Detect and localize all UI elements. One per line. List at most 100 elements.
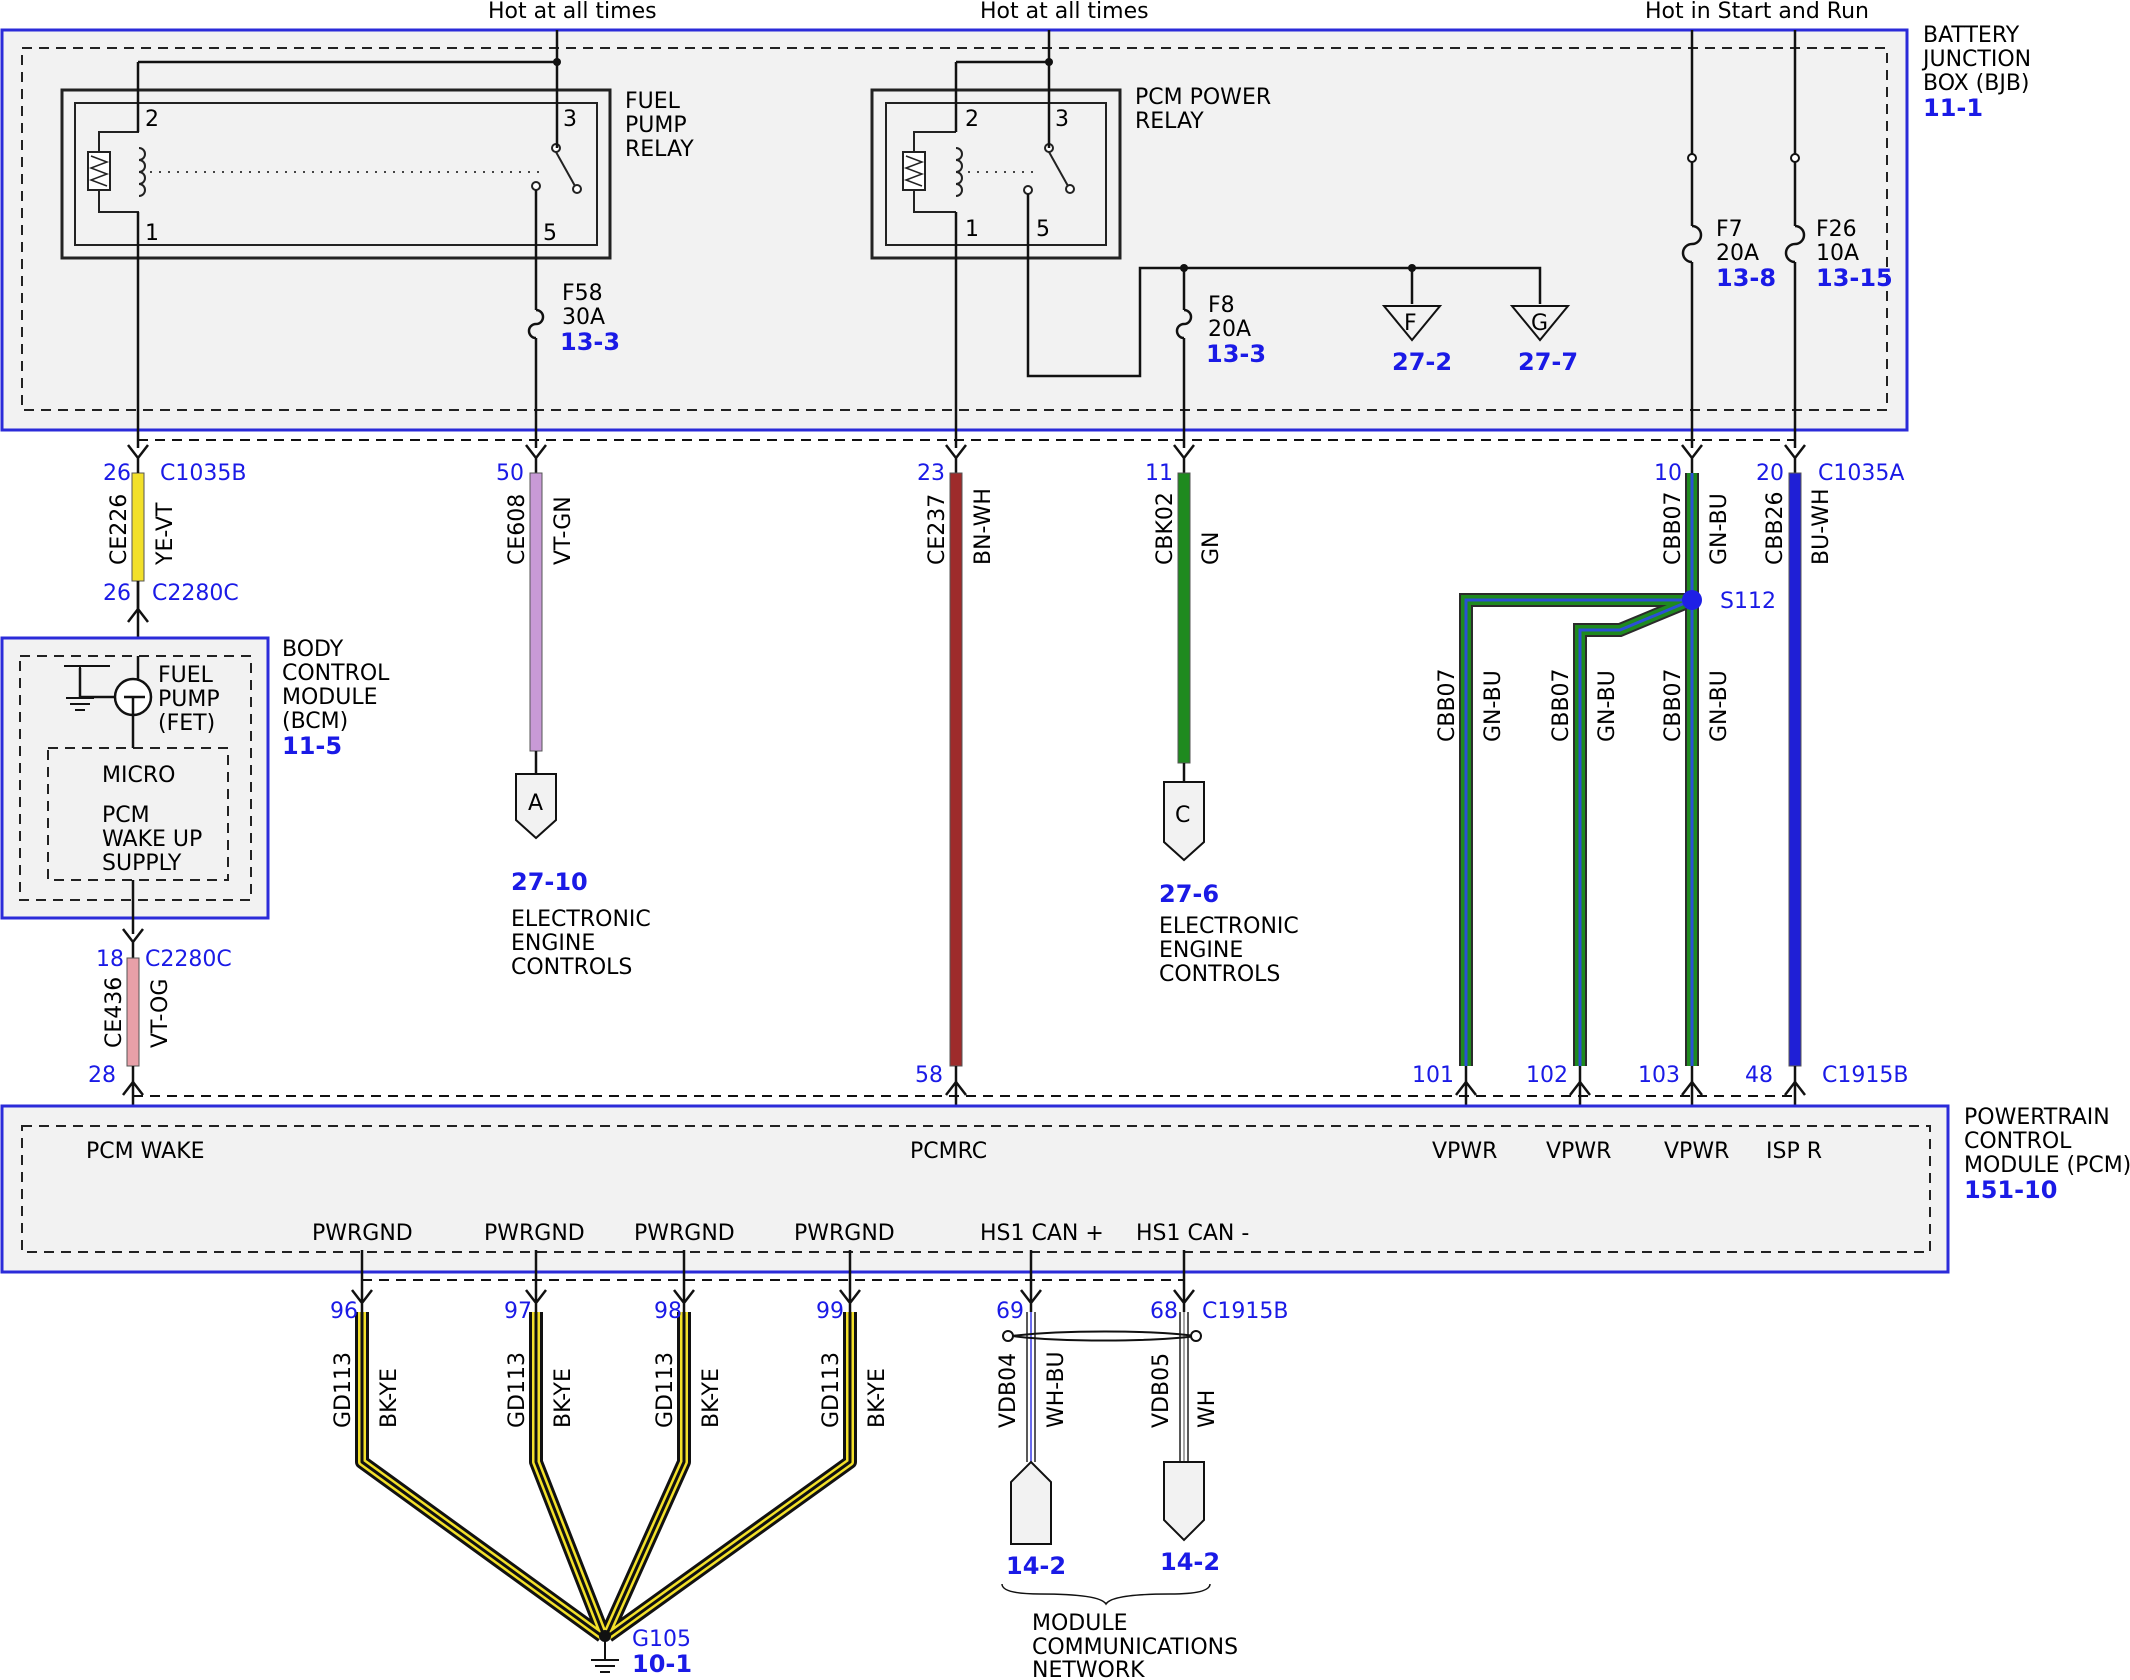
junction-dots [553,58,1416,272]
hot-in-start-and-run-label: Hot in Start and Run [1645,0,1869,24]
wire-vdb05-pin: 68 [1150,1299,1178,1324]
fuel-pump-relay-label-1: FUEL [625,89,681,114]
connector-arrow-icon [1681,444,1703,473]
pcm-power-relay-pin-2: 2 [965,107,979,132]
pcm-power-relay: 2 3 1 5 PCM POWER RELAY [870,85,1271,260]
wire-ce226-circuit: CE226 [107,494,132,565]
connector-arrow-icon [351,1250,373,1312]
hot-at-all-times-label-1: Hot at all times [488,0,657,24]
bcm-wake-label-3: SUPPLY [102,851,182,876]
connector-c1915b-top-label: C1915B [1822,1063,1908,1088]
network-line-1: MODULE [1032,1611,1128,1636]
connector-arrow-icon [1020,1250,1042,1312]
powertrain-control-module: PCM WAKE PCMRC VPWR VPWR VPWR ISP R PWRG… [0,1104,2130,1274]
connector-arrow-icon [673,1250,695,1312]
fuel-pump-relay-pin-5: 5 [543,221,557,246]
wire-cbk02: 11 CBK02 GN [1145,444,1224,782]
can-bus-wires: 69 68 C1915B VDB04 WH-BU VDB05 WH 14-2 1… [996,1250,1288,1680]
wire-ce436-pin-top: 18 [96,947,124,972]
ground-symbol-icon [64,665,110,711]
wire-cbb07-main-pin-top: 10 [1654,461,1682,486]
connector-arrow-icon [127,594,149,623]
bjb-name-line-1: BATTERY [1923,23,2020,48]
wire-cbb26-circuit: CBB26 [1763,491,1788,565]
bcm-name-line-1: BODY [282,637,344,662]
wire-cbk02-circuit: CBK02 [1153,492,1178,565]
fuse-icon [527,308,545,340]
wire-cbb07-b-pin-bottom: 102 [1526,1063,1568,1088]
connector-c2280c-top-label: C2280C [152,581,239,606]
pcm-pin-label-vpwr-1: VPWR [1432,1139,1497,1164]
connector-arrow-icon [1173,1250,1195,1312]
fuse-f7-name: F7 [1716,217,1743,242]
pcm-page-ref: 151-10 [1964,1176,2057,1204]
connector-c1915b-bottom-label: C1915B [1202,1299,1288,1324]
fuse-f7-rating: 20A [1716,241,1759,266]
connector-arrow-icon [1784,444,1806,473]
network-ref-1: 14-2 [1006,1552,1066,1580]
wire-gd113-d-circuit: GD113 [819,1352,844,1428]
eec-connector-a: A 27-10 ELECTRONIC ENGINE CONTROLS [511,773,651,980]
bcm-name-line-2: CONTROL [282,661,390,686]
pcm-pin-label-pwrgnd-4: PWRGND [794,1221,895,1246]
wire-ce436-color: VT-OG [148,979,173,1048]
fuse-f58-name: F58 [562,281,603,306]
wire-ce436-pin-bottom: 28 [88,1063,116,1088]
pcm-pin-label-hs1-can-minus: HS1 CAN - [1136,1221,1249,1246]
wire-cbk02-color: GN [1199,531,1224,565]
body-control-module: FUEL PUMP (FET) MICRO PCM WAKE UP SUPPLY… [0,636,390,934]
ground-symbol-icon [591,1640,619,1673]
pcm-power-relay-pin-5: 5 [1036,217,1050,242]
pcm-pin-label-pwrgnd-2: PWRGND [484,1221,585,1246]
fuel-pump-relay-label-2: PUMP [625,113,687,138]
pcm-pin-label-pwrgnd-1: PWRGND [312,1221,413,1246]
fuse-f58-rating: 30A [562,305,605,330]
wire-vdb05-color: WH [1195,1390,1220,1428]
terminal-g: G 27-7 [1509,305,1578,376]
ground-g105-name: G105 [632,1627,691,1652]
eec-c-letter: C [1175,803,1190,828]
wire-ce226-pin-bottom: 26 [103,581,131,606]
pointed-connector-icon [1163,781,1205,862]
bcm-name-line-4: (BCM) [282,709,348,734]
pcm-pin-label-hs1-can-plus: HS1 CAN + [980,1221,1104,1246]
eec-c-line-3: CONTROLS [1159,962,1280,987]
wire-ce608-circuit: CE608 [505,494,530,565]
wire-ce237-circuit: CE237 [925,494,950,565]
eec-connector-c: C 27-6 ELECTRONIC ENGINE CONTROLS [1159,781,1299,987]
eec-a-line-1: ELECTRONIC [511,907,651,932]
pcm-name-line-2: CONTROL [1964,1129,2072,1154]
connector-arrow-icon [525,444,547,473]
pointed-connector-icon [515,773,557,840]
fet-transistor-icon [78,656,153,748]
bcm-micro-label: MICRO [102,763,175,788]
pcm-name-line-3: MODULE (PCM) [1964,1153,2130,1178]
pcm-power-relay-label-2: RELAY [1135,109,1204,134]
connector-arrow-icon [839,1250,861,1312]
eec-c-line-1: ELECTRONIC [1159,914,1299,939]
ground-g105: G105 10-1 [591,1627,692,1678]
bcm-fet-label-2: PUMP [158,687,220,712]
fuse-f58: F58 30A 13-3 [527,281,620,356]
splice-s112-dot [1682,590,1702,610]
wire-ce226: 26 C1035B 26 C2280C CE226 YE-VT [103,444,246,656]
ground-wires: 96 97 98 99 GD113 BK-YE GD113 BK-YE GD11… [330,1250,890,1642]
wire-cbb26-pin-top: 20 [1756,461,1784,486]
fuse-icon [1784,224,1806,264]
fuse-f7-ref: 13-8 [1716,264,1776,292]
wire-gd113-c-pin: 98 [654,1299,682,1324]
pcm-power-relay-pin-1: 1 [965,217,979,242]
connector-c1035b-label: C1035B [160,461,246,486]
fuse-f8-rating: 20A [1208,317,1251,342]
hot-at-all-times-label-2: Hot at all times [980,0,1149,24]
wire-cbb07-a-circuit: CBB07 [1435,668,1460,742]
wire-cbb07-a-pin-bottom: 101 [1412,1063,1454,1088]
eec-a-line-3: CONTROLS [511,955,632,980]
splice-s112-label: S112 [1720,589,1776,614]
eec-c-line-2: ENGINE [1159,938,1243,963]
wire-gd113-b-color: BK-YE [551,1368,576,1428]
pcm-pin-label-pwrgnd-3: PWRGND [634,1221,735,1246]
terminal-g-ref: 27-7 [1518,348,1578,376]
wire-cbk02-pin-top: 11 [1145,461,1173,486]
